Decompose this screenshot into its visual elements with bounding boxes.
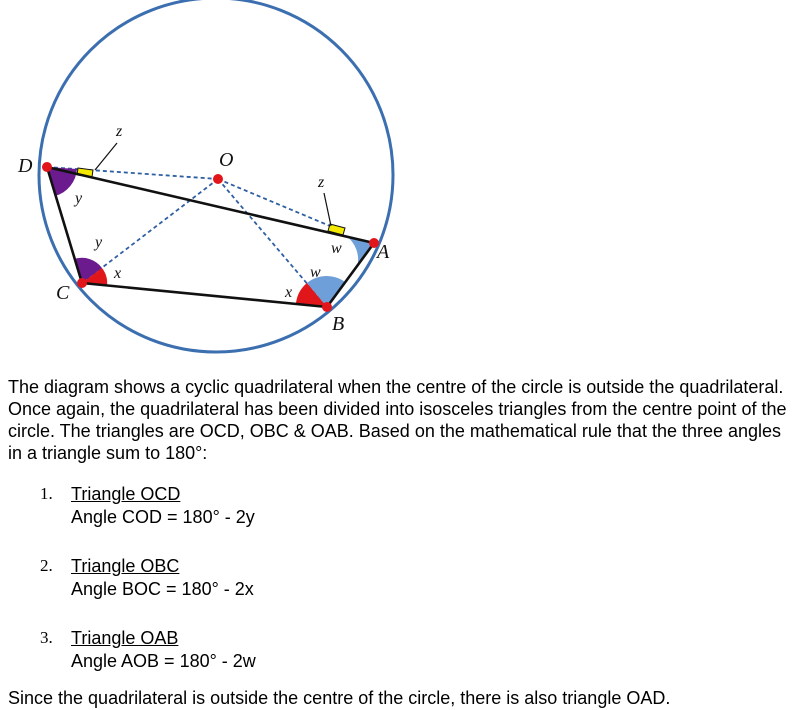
angle-x-at-b — [296, 283, 327, 307]
label-c: C — [56, 282, 70, 304]
angle-w-at-a — [345, 235, 374, 268]
label-b: B — [332, 313, 344, 335]
label-y-at-d: y — [73, 190, 83, 207]
list-equation: Angle AOB = 180° - 2w — [71, 651, 256, 671]
vertex-points — [42, 162, 379, 312]
quadrilateral-abcd — [45, 165, 376, 309]
intro-paragraph: The diagram shows a cyclic quadrilateral… — [8, 377, 787, 463]
label-z-top: z — [115, 123, 123, 140]
cyclic-quadrilateral-diagram: D O A B C z z y y x x w w — [17, 0, 395, 354]
list-title: Triangle OCD — [71, 484, 181, 504]
z-leader-right — [323, 192, 332, 227]
angle-w-at-b — [307, 275, 345, 307]
label-o: O — [219, 149, 233, 171]
list-number: 1. — [40, 484, 53, 503]
label-w-at-a: w — [331, 240, 342, 257]
circumscribed-circle — [37, 0, 395, 354]
label-a: A — [375, 241, 390, 263]
list-equation: Angle COD = 180° - 2y — [71, 507, 255, 527]
angle-x-at-c — [82, 268, 108, 286]
label-w-at-b: w — [310, 264, 321, 281]
closing-paragraph: Since the quadrilateral is outside the c… — [8, 688, 671, 708]
label-d: D — [17, 155, 33, 177]
list-equation: Angle BOC = 180° - 2x — [71, 579, 254, 599]
list-number: 3. — [40, 628, 53, 647]
list-title: Triangle OBC — [71, 556, 180, 576]
list-number: 2. — [40, 556, 53, 575]
label-z-right: z — [317, 174, 325, 191]
list-title: Triangle OAB — [71, 628, 179, 648]
label-y-at-c: y — [93, 234, 103, 251]
z-leader-top — [94, 142, 118, 171]
label-x-at-b: x — [284, 284, 292, 301]
label-x-at-c: x — [113, 265, 121, 282]
